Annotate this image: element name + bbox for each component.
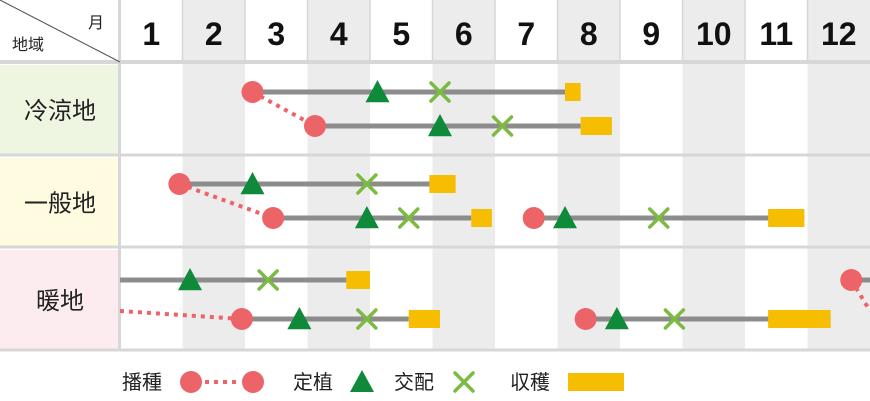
legend-harvest-label: 収穫 xyxy=(510,370,550,394)
month-column-shade xyxy=(182,0,245,350)
planting-marker xyxy=(428,114,452,137)
planting-marker xyxy=(553,206,577,229)
month-label: 2 xyxy=(205,16,223,52)
crossing-stroke xyxy=(491,115,514,137)
month-label: 6 xyxy=(455,16,473,52)
legend-sow-marker xyxy=(180,371,202,393)
row-separator xyxy=(0,153,870,157)
sowing-link xyxy=(251,90,316,128)
crossing-stroke xyxy=(356,173,378,195)
legend: 播種 定植 交配 収穫 xyxy=(122,370,624,394)
bars-layer xyxy=(119,80,870,330)
month-label: 9 xyxy=(642,16,660,52)
month-column-shade xyxy=(307,0,370,350)
planting-marker xyxy=(240,172,265,195)
planting-marker xyxy=(354,206,379,229)
sowing-marker xyxy=(304,115,326,137)
crossing-marker xyxy=(398,207,420,229)
harvest-bar xyxy=(768,310,831,328)
sowing-marker xyxy=(574,308,597,330)
crossing-stroke xyxy=(429,81,451,103)
row-separator xyxy=(0,245,870,249)
sowing-link xyxy=(849,278,870,313)
legend-plant-marker xyxy=(350,370,374,392)
legend-harvest-marker xyxy=(568,373,624,391)
row-separator xyxy=(0,60,870,64)
planting-marker xyxy=(365,80,390,103)
growth-bar xyxy=(252,89,565,95)
harvest-bar xyxy=(346,271,370,289)
growth-bar xyxy=(120,277,367,283)
region-column-divider xyxy=(118,0,121,350)
region-label: 暖地 xyxy=(36,287,84,315)
month-column-shade xyxy=(682,0,745,350)
crossing-stroke xyxy=(398,207,420,229)
planting-marker xyxy=(604,307,629,330)
legend-cross-label: 交配 xyxy=(394,370,434,394)
harvest-bar xyxy=(565,83,581,101)
background-layer xyxy=(0,0,870,350)
header-layer: 月 地域 xyxy=(12,13,104,54)
sowing-marker xyxy=(840,269,863,291)
region-background xyxy=(0,65,120,155)
legend-plant-label: 定植 xyxy=(293,370,333,394)
month-label: 11 xyxy=(759,16,793,52)
sowing-marker xyxy=(262,207,285,229)
crossing-marker xyxy=(429,81,451,103)
sowing-link xyxy=(119,309,243,321)
planting-marker xyxy=(287,307,312,330)
month-label: 10 xyxy=(696,16,732,52)
crossing-marker xyxy=(491,115,514,137)
month-label: 8 xyxy=(580,16,598,52)
growth-bar xyxy=(585,316,831,322)
crossing-stroke xyxy=(663,308,686,330)
legend-sow-marker xyxy=(242,371,264,393)
crossing-stroke xyxy=(648,207,670,229)
month-label: 7 xyxy=(517,16,535,52)
harvest-bar xyxy=(768,209,805,227)
harvest-bar xyxy=(429,175,456,193)
crossing-marker xyxy=(257,269,279,291)
region-background xyxy=(0,158,120,247)
legend-cross-stroke xyxy=(453,371,475,393)
month-column-shade xyxy=(557,0,620,350)
crossing-stroke xyxy=(356,308,378,330)
region-header-label: 地域 xyxy=(12,35,44,54)
row-separator xyxy=(0,348,870,352)
crossing-marker xyxy=(356,173,378,195)
region-label: 一般地 xyxy=(24,190,96,218)
grid-layer xyxy=(0,0,870,352)
sowing-marker xyxy=(522,207,545,229)
month-label: 4 xyxy=(330,16,348,52)
region-background xyxy=(0,250,120,350)
crossing-marker xyxy=(648,207,670,229)
harvest-bar xyxy=(580,117,612,135)
crossing-marker xyxy=(356,308,378,330)
growth-bar xyxy=(315,123,581,129)
legend-sow-label: 播種 xyxy=(122,370,162,394)
sowing-marker xyxy=(230,308,253,330)
growth-bar xyxy=(533,215,805,221)
harvest-bar xyxy=(471,209,492,227)
month-column-shade xyxy=(807,0,870,350)
month-label: 3 xyxy=(267,16,285,52)
header-diagonal xyxy=(0,0,121,63)
crossing-stroke xyxy=(257,269,279,291)
growth-bar xyxy=(179,181,440,187)
region-label: 冷涼地 xyxy=(24,97,96,125)
sowing-link xyxy=(178,182,274,220)
month-label: 5 xyxy=(392,16,410,52)
month-label: 1 xyxy=(142,16,160,52)
month-header-label: 月 xyxy=(88,13,104,32)
legend-cross-marker xyxy=(453,371,475,393)
growth-bar xyxy=(241,316,409,322)
crossing-marker xyxy=(663,308,686,330)
harvest-bar xyxy=(408,310,440,328)
month-label: 12 xyxy=(821,16,857,52)
planting-marker xyxy=(178,268,202,291)
